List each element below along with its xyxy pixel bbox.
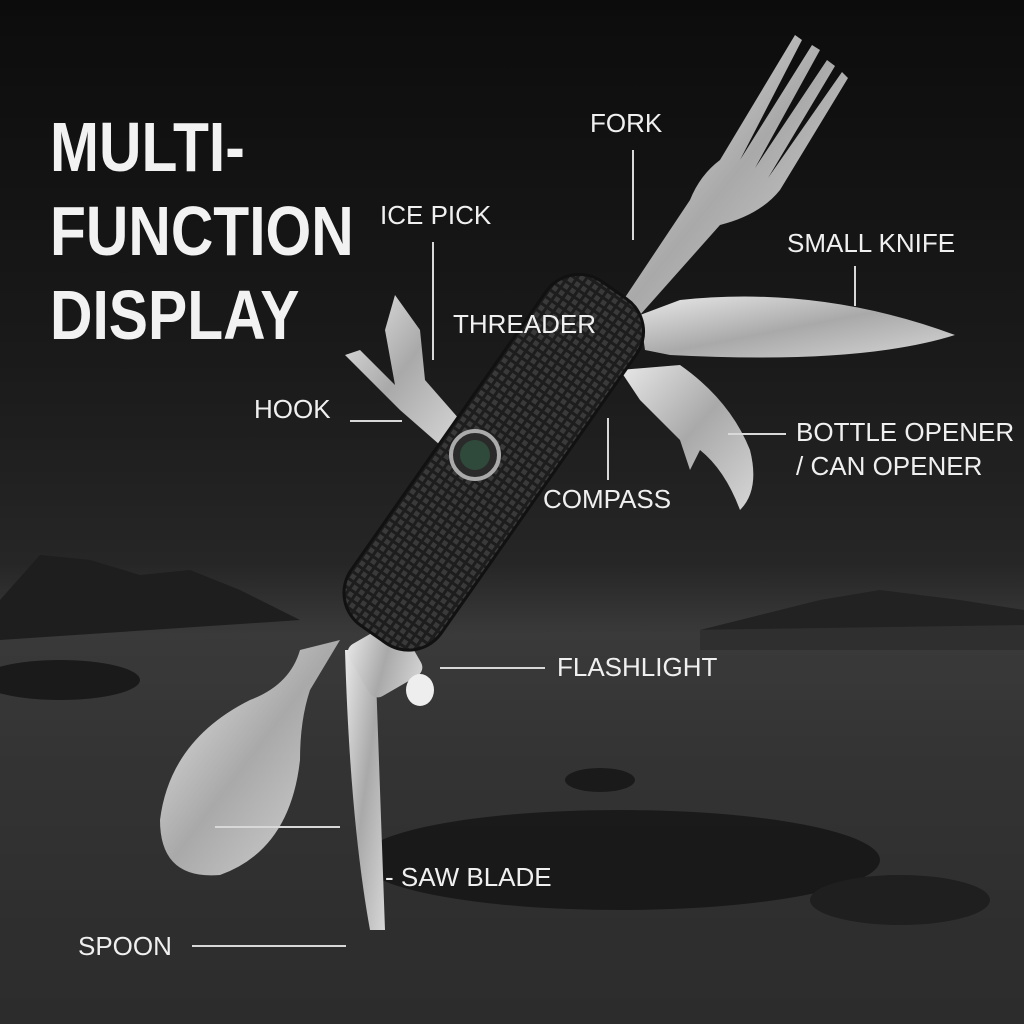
page-title: MULTI- FUNCTION DISPLAY — [50, 105, 354, 357]
title-line: MULTI- — [50, 108, 245, 186]
saw-blade — [345, 650, 385, 930]
leader-line — [632, 150, 634, 240]
handle — [342, 272, 646, 652]
leader-line — [440, 667, 545, 669]
leader-line — [192, 945, 346, 947]
leader-line — [607, 418, 609, 480]
leader-line — [350, 420, 402, 422]
title-line: DISPLAY — [50, 276, 300, 354]
label-ice-pick: ICE PICK — [380, 200, 492, 230]
label-spoon: SPOON — [78, 931, 172, 961]
small-knife — [640, 296, 955, 358]
hook-ice-pick — [345, 295, 460, 445]
label-bottle-opener: BOTTLE OPENER — [796, 417, 1015, 447]
label-saw-blade: - SAW BLADE — [385, 862, 552, 892]
label-hook: HOOK — [254, 394, 331, 424]
label-threader: THREADER — [453, 309, 597, 339]
label-flashlight: FLASHLIGHT — [557, 652, 718, 682]
bottle-opener — [620, 365, 754, 510]
leader-line — [215, 826, 340, 828]
label-compass: COMPASS — [543, 484, 672, 514]
leader-line — [854, 266, 856, 306]
title-line: FUNCTION — [50, 192, 354, 270]
fork — [620, 35, 848, 315]
label-small-knife: SMALL KNIFE — [787, 228, 956, 258]
leader-line — [432, 242, 434, 360]
leader-line — [728, 433, 786, 435]
spoon — [160, 640, 340, 876]
label-fork: FORK — [590, 108, 663, 138]
label-can-opener: / CAN OPENER — [796, 451, 983, 481]
